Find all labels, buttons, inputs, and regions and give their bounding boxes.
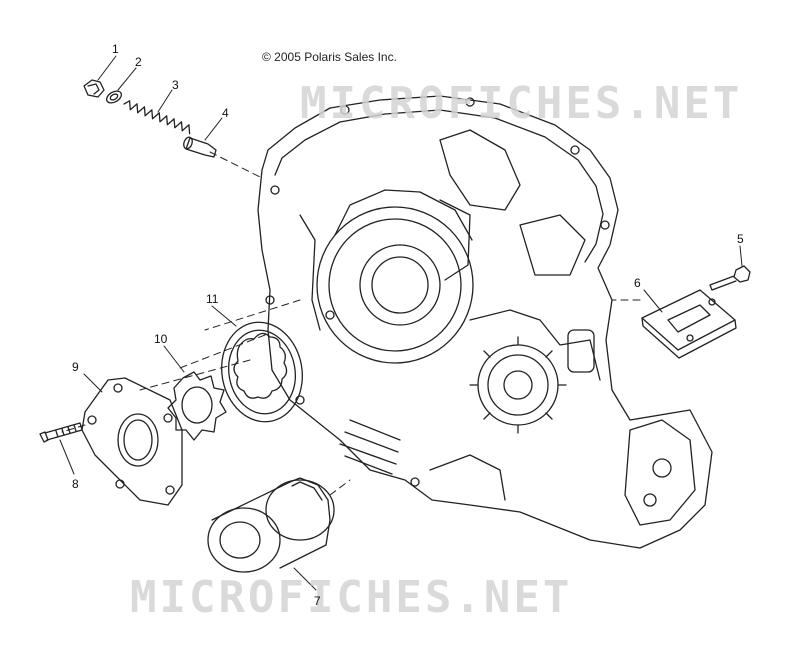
callout-3: 3 <box>172 78 179 92</box>
part-11-outer-rotor <box>221 321 303 423</box>
callout-4: 4 <box>222 106 229 120</box>
callout-11: 11 <box>206 292 219 306</box>
part-6-plate <box>641 289 737 359</box>
part-9-pump-cover <box>81 377 183 506</box>
callout-5: 5 <box>737 232 744 246</box>
part-5-bolt <box>709 265 751 291</box>
part-4-relief-valve <box>183 136 217 158</box>
callout-10: 10 <box>154 332 168 346</box>
copyright-notice: © 2005 Polaris Sales Inc. <box>262 50 397 64</box>
crankcase-housing <box>257 95 713 549</box>
watermark-top: MICROFICHES.NET <box>300 78 743 129</box>
callout-leaders <box>59 55 743 591</box>
watermark-bottom: MICROFICHES.NET <box>130 572 573 623</box>
callout-8: 8 <box>72 477 79 491</box>
callout-9: 9 <box>72 360 79 374</box>
part-10-inner-rotor <box>167 371 227 441</box>
part-2-washer <box>105 90 123 104</box>
part-8-screw <box>39 422 83 443</box>
callout-7: 7 <box>314 594 321 608</box>
part-7-oil-filter <box>207 477 335 573</box>
part-1-plug <box>83 79 105 98</box>
part-3-spring <box>123 100 191 135</box>
assembly-leader-lines <box>61 151 641 496</box>
callout-6: 6 <box>634 276 641 290</box>
callout-2: 2 <box>135 55 142 69</box>
callout-1: 1 <box>112 42 119 56</box>
